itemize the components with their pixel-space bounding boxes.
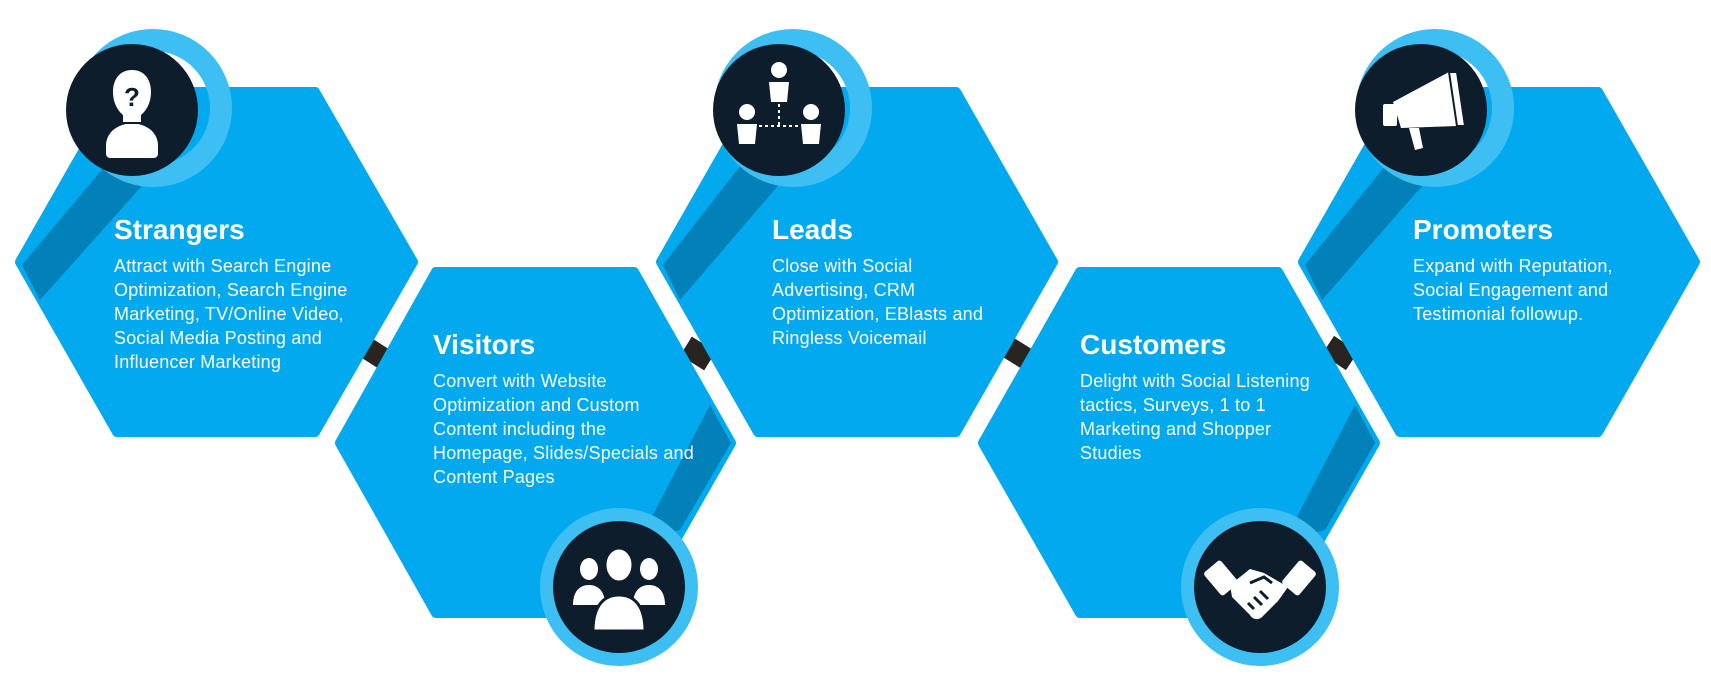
stage-title: Strangers — [114, 214, 245, 245]
stage-visitors: Visitors Convert with Website Optimizati… — [433, 329, 695, 489]
handshake-icon — [1194, 521, 1326, 653]
connector-2 — [680, 336, 716, 371]
stage-title: Promoters — [1413, 214, 1554, 245]
icon-badge-leads — [711, 42, 847, 178]
stage-promoters: Promoters Expand with Reputation, Social… — [1413, 214, 1653, 326]
megaphone-icon — [1355, 44, 1487, 176]
icon-ring-visitors — [540, 508, 698, 666]
network-people-icon — [713, 44, 845, 176]
icon-badge-visitors — [551, 519, 687, 655]
stage-strangers: Strangers Attract with Search Engine Opt… — [114, 214, 374, 374]
hex-shadow-leads — [663, 160, 800, 300]
connector-4 — [1321, 335, 1359, 371]
stage-customers: Customers Delight with Social Listening … — [1080, 329, 1330, 465]
icon-badge-promoters — [1353, 42, 1489, 178]
icon-badge-customers — [1192, 519, 1328, 655]
anonymous-person-icon: ? — [66, 44, 198, 176]
hex-shadow-promoters — [1305, 160, 1445, 300]
icon-badge-strangers: ? — [64, 42, 200, 178]
stage-title: Leads — [772, 214, 853, 245]
stage-description: Attract with Search Engine Optimization,… — [114, 256, 348, 372]
stage-description: Convert with Website Optimization and Cu… — [433, 371, 694, 487]
stage-leads: Leads Close with Social Advertising, CRM… — [772, 214, 1012, 350]
hex-shadow-customers — [1285, 405, 1375, 540]
stage-description: Expand with Reputation, Social Engagemen… — [1413, 256, 1613, 324]
group-people-icon — [553, 521, 685, 653]
svg-text:?: ? — [124, 82, 140, 112]
icon-ring-customers — [1181, 508, 1339, 666]
stage-title: Visitors — [433, 329, 536, 360]
stage-description: Close with Social Advertising, CRM Optim… — [772, 256, 984, 348]
stage-description: Delight with Social Listening tactics, S… — [1080, 371, 1310, 463]
stage-title: Customers — [1080, 329, 1227, 360]
hex-shadow-visitors — [640, 405, 731, 540]
